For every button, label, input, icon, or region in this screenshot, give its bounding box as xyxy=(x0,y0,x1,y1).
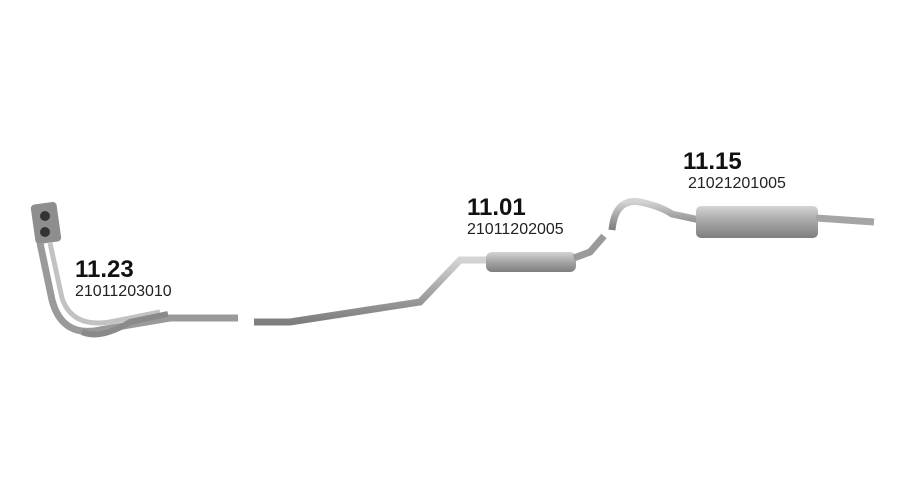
part-label-11-01: 11.01 21011202005 xyxy=(467,195,564,239)
part-number: 11.23 xyxy=(75,256,134,283)
front-pipe-part-11-23 xyxy=(30,201,238,338)
part-number: 11.15 xyxy=(683,148,742,175)
rear-silencer-part-11-15 xyxy=(608,198,875,238)
part-code: 21021201005 xyxy=(688,175,786,192)
part-label-11-15: 11.15 21021201005 xyxy=(683,149,786,193)
part-code: 21011202005 xyxy=(467,221,564,238)
part-code: 21011203010 xyxy=(75,283,172,300)
part-number: 11.01 xyxy=(467,194,526,221)
part-label-11-23: 11.23 21011203010 xyxy=(75,257,172,301)
middle-silencer-part-11-01 xyxy=(486,233,607,272)
middle-pipe xyxy=(254,256,490,326)
